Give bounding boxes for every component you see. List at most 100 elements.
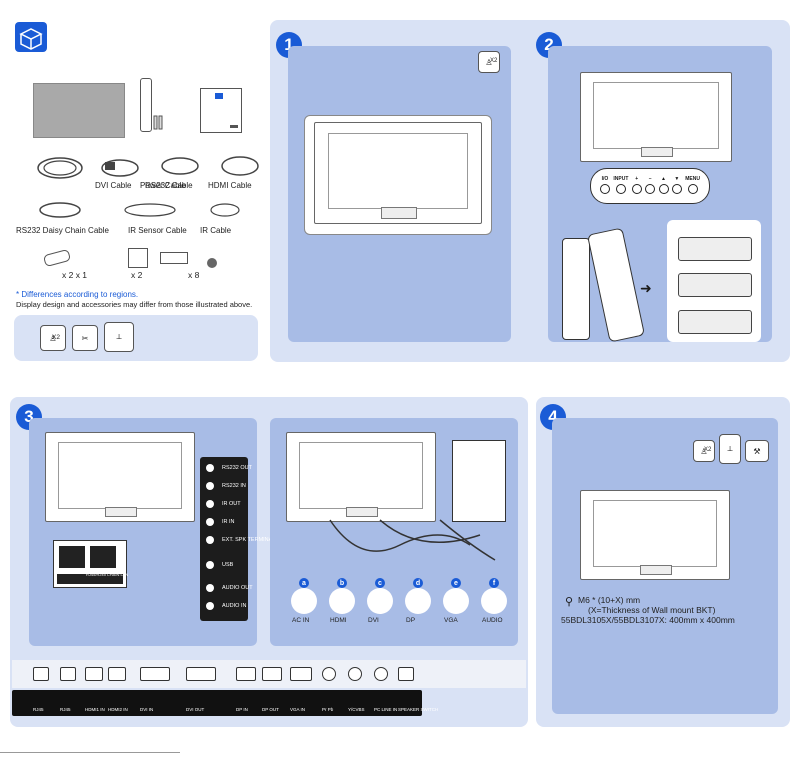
bottom-port-strip <box>12 690 422 716</box>
connector-c-plug <box>367 588 393 614</box>
cable-tie-illustration <box>42 248 72 268</box>
side-port-label: RS232 OUT <box>222 465 252 471</box>
connector-f-badge: f <box>489 578 499 588</box>
connector-e-badge: e <box>451 578 461 588</box>
bottom-port-shape <box>60 667 76 681</box>
bottom-port-shape <box>322 667 336 681</box>
bottom-port-shape <box>140 667 170 681</box>
bottom-port-label: PC LINE IN <box>374 707 398 712</box>
bottom-port-label: DVI IN <box>140 707 154 712</box>
bracket-illustration <box>128 248 148 268</box>
display-back-step2 <box>580 72 732 162</box>
button-minus: – <box>645 176 656 198</box>
bottom-port-label: HDMI2 IN <box>108 707 128 712</box>
connector-b-plug <box>329 588 355 614</box>
bottom-port-shape <box>398 667 414 681</box>
remote-illustration <box>140 78 152 132</box>
connector-f-plug <box>481 588 507 614</box>
bottom-rule <box>0 752 180 753</box>
side-port-jack <box>206 464 214 472</box>
thickness-note: (X=Thickness of Wall mount BKT) <box>588 605 716 615</box>
qty-label-3: x 8 <box>188 270 200 280</box>
rs232-cable-label: RS232 Cable <box>145 181 193 190</box>
connector-d-badge: d <box>413 578 423 588</box>
side-port-jack <box>206 536 214 544</box>
display-back-step1 <box>314 122 482 224</box>
hdmi-cable-label: HDMI Cable <box>208 181 252 190</box>
plate-illustration <box>160 252 188 264</box>
side-port-label: RS232 IN <box>222 483 246 489</box>
screw-illustration <box>207 258 217 268</box>
bottom-port-shape <box>236 667 256 681</box>
connector-d-plug <box>405 588 431 614</box>
step4-people-qty: X2 <box>704 447 712 453</box>
screwdriver-icon: ⟂ <box>719 434 741 464</box>
cables-row-2 <box>39 202 240 218</box>
bottom-port-shape <box>290 667 312 681</box>
bottom-port-label: DVI OUT <box>186 707 205 712</box>
power-area-label: RJ45/RJ45 CHAIN LAN <box>86 572 129 577</box>
screwdriver-icon: ⟂ <box>104 322 134 352</box>
two-people-icon: ♙ <box>40 325 66 351</box>
bottom-port-shape <box>348 667 362 681</box>
side-port-jack <box>206 584 214 592</box>
screw-icon: ⚲ <box>565 596 574 608</box>
connector-e-label: VGA <box>444 617 458 624</box>
side-port-jack <box>206 602 214 610</box>
side-port-label: IR IN <box>222 519 235 525</box>
button-menu: MENU <box>685 176 700 198</box>
side-port-label: EXT. SPK TERMINAL <box>222 537 276 543</box>
connector-a-plug <box>291 588 317 614</box>
side-port-label: AUDIO OUT <box>222 585 253 591</box>
rs232-daisy-chain-label: RS232 Daisy Chain Cable <box>16 226 109 235</box>
button-power: I/O <box>600 176 610 198</box>
battery-step-close <box>678 310 752 334</box>
dvi-cable-label: DVI Cable <box>95 181 132 190</box>
bottom-port-label: SPEAKER SWITCH <box>398 707 439 712</box>
side-port-label: USB <box>222 562 234 568</box>
display-back-step3-right <box>286 432 436 522</box>
display-back-step4 <box>580 490 730 580</box>
bottom-port-label: Y/CVBS <box>348 707 365 712</box>
connector-c-label: DVI <box>368 617 379 624</box>
connector-d-label: DP <box>406 617 416 624</box>
ac-inlet-zoom <box>53 540 127 588</box>
control-buttons: I/O INPUT + – ▲ ▼ MENU <box>600 176 700 198</box>
side-port-jack <box>206 482 214 490</box>
display-back-step3 <box>45 432 195 522</box>
bottom-port-shape <box>33 667 49 681</box>
connector-b-label: HDMI <box>330 617 347 624</box>
connector-c-badge: c <box>375 578 385 588</box>
cables-drawing <box>329 519 496 561</box>
models-spec: 55BDL3105X/55BDL3107X: 400mm x 400mm <box>561 615 735 625</box>
remote-front <box>562 238 590 340</box>
connector-a-badge: a <box>299 578 309 588</box>
bottom-port-shape <box>262 667 282 681</box>
bottom-port-label: HDMI1 IN <box>85 707 105 712</box>
connector-a-label: AC IN <box>292 617 310 624</box>
ir-sensor-cable-label: IR Sensor Cable <box>128 226 187 235</box>
bottom-port-shape <box>108 667 126 681</box>
step1-people-qty: X2 <box>490 58 498 64</box>
open-box-icon <box>15 22 47 52</box>
pc-tower <box>452 440 506 522</box>
connector-b-badge: b <box>337 578 347 588</box>
bottom-port-label: RJ45 <box>60 707 71 712</box>
bottom-port-label: VGA IN <box>290 707 306 712</box>
cables-row-1 <box>37 156 259 179</box>
arrow-right-icon: ➜ <box>640 280 652 296</box>
qty-label-2: x 2 <box>131 270 143 280</box>
side-port-jack <box>206 518 214 526</box>
button-up: ▲ <box>658 176 669 198</box>
qty-label-1: x 2 x 1 <box>62 270 88 280</box>
side-port-jack <box>206 500 214 508</box>
bottom-port-shape <box>85 667 103 681</box>
batteries-illustration <box>153 115 163 130</box>
drill-icon: ⚒ <box>745 440 769 462</box>
button-plus: + <box>631 176 642 198</box>
bottom-port-label: DP OUT <box>262 707 279 712</box>
battery-step-open <box>678 237 752 261</box>
side-port-label: IR OUT <box>222 501 241 507</box>
side-port-label: AUDIO IN <box>222 603 247 609</box>
manual-illustration <box>200 88 242 133</box>
